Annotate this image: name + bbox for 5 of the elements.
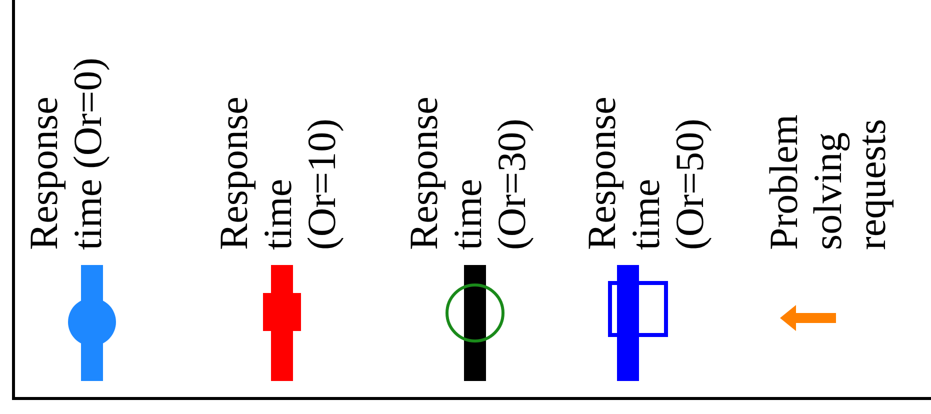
legend-label: Response time (Or=30)	[402, 96, 534, 250]
legend-label: Response time (Or=50)	[580, 96, 712, 250]
legend-label: Response time (Or=0)	[22, 56, 110, 250]
legend-label: Response time (Or=10)	[212, 96, 344, 250]
legend-label: Problem solving requests	[762, 113, 894, 250]
